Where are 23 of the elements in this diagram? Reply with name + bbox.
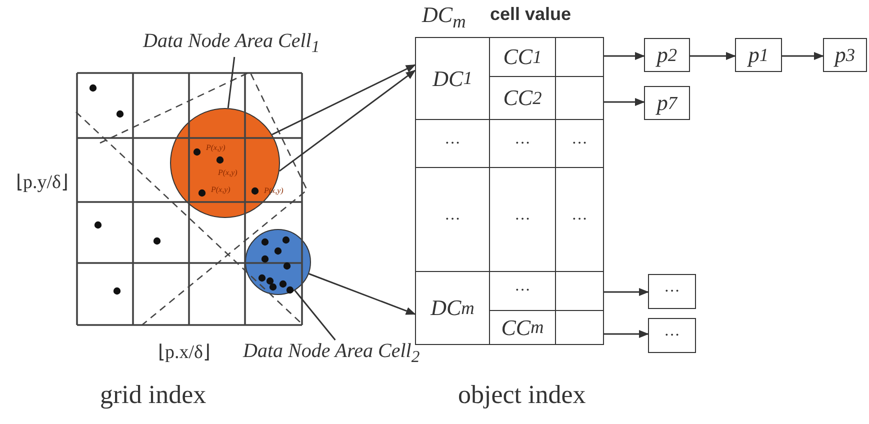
table-cell — [555, 310, 604, 345]
list-node-box: ··· — [648, 318, 696, 353]
arrow — [604, 288, 649, 296]
arrow — [604, 330, 649, 338]
caption-text: grid index — [100, 380, 206, 410]
caption-text: object index — [458, 380, 586, 410]
point-label: P(x,y) — [211, 185, 230, 194]
arrow — [604, 98, 645, 106]
point-label: P(x,y) — [218, 168, 238, 177]
list-node-box: ··· — [648, 274, 696, 309]
axis-label: ⌊p.y/δ⌋ — [16, 171, 68, 194]
column-header: cell value — [490, 4, 572, 25]
area-label: Data Node Area Cell$_{1}$ — [143, 30, 320, 57]
table-cell — [555, 37, 604, 77]
arrow — [782, 52, 824, 60]
arrow — [308, 273, 416, 315]
arrow — [272, 64, 416, 136]
arrow — [690, 52, 736, 60]
axis-label: ⌊p.x/δ⌋ — [158, 341, 210, 364]
point-label: P(x,y) — [206, 143, 226, 152]
column-header: DC$_{m}$ — [422, 2, 466, 32]
arrow — [604, 52, 645, 60]
arrow — [278, 70, 416, 172]
